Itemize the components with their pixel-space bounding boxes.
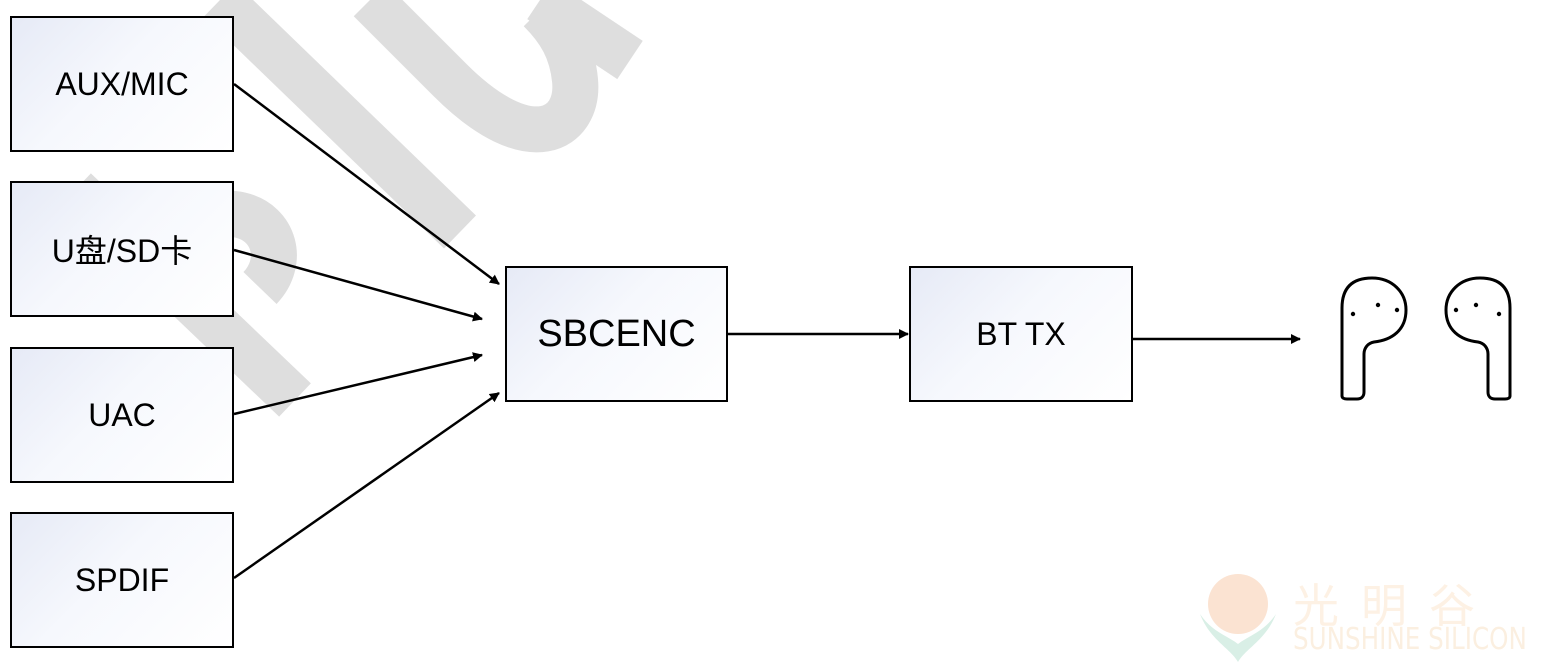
node-usb-sd-card: U盘/SD卡 [10,181,234,317]
node-bt-tx: BT TX [909,266,1133,402]
node-uac: UAC [10,347,234,483]
edge-usd-to-sbcenc [233,248,483,322]
node-label: SPDIF [74,561,170,598]
node-spdif: SPDIF [10,512,234,648]
edge-spdif-to-sbcenc [233,391,500,580]
logo-mark-icon [1200,574,1276,662]
sunshine-silicon-logo: 光明谷 SUNSHINE SILICON [1190,570,1550,662]
right-earbud-icon [1444,276,1512,401]
node-label: BT TX [976,315,1066,352]
node-label: SBCENC [537,312,696,355]
node-label: U盘/SD卡 [51,233,193,269]
node-label: UAC [88,396,156,433]
logo-name-cn: 光明谷 [1293,579,1497,633]
watermark-stroke [204,0,476,249]
logo-name-en: SUNSHINE SILICON [1293,622,1527,657]
node-aux-mic: AUX/MIC [10,16,234,152]
edge-uac-to-sbcenc [233,352,483,416]
node-sbcenc: SBCENC [505,266,728,402]
watermark-stroke [527,0,643,80]
node-label: AUX/MIC [55,65,189,102]
earbuds-icon [1340,276,1512,401]
edge-aux-to-sbcenc [233,83,500,285]
left-earbud-icon [1340,276,1408,401]
